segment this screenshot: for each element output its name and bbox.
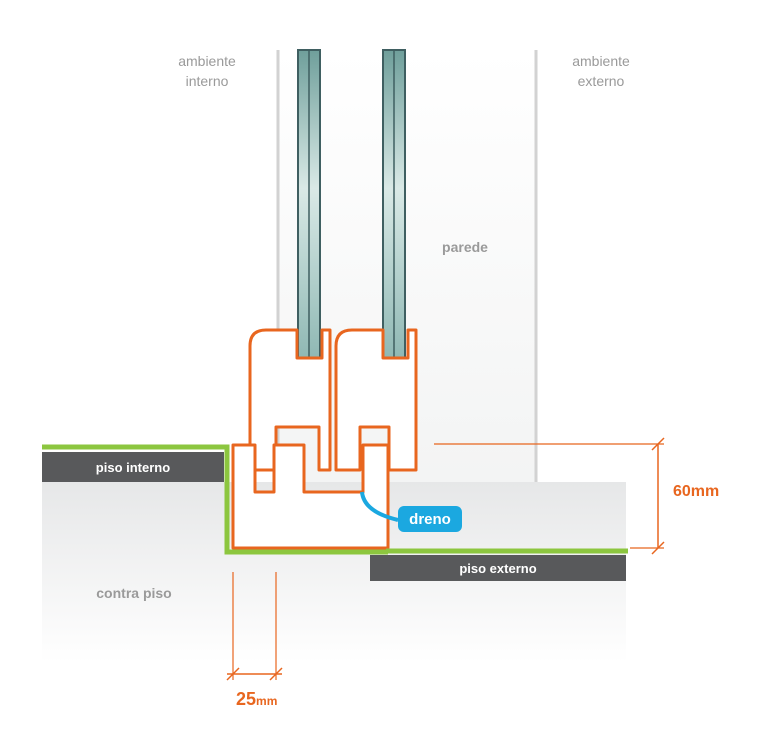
dimension-width-number: 25 [236, 689, 256, 709]
drain-line [360, 491, 399, 522]
label-piso-interno: piso interno [96, 460, 170, 475]
interior-floor-edge [42, 444, 388, 555]
label-ambiente-externo-line1: ambiente [572, 53, 630, 69]
dimension-width-unit: mm [256, 694, 277, 708]
label-dreno: dreno [409, 511, 451, 528]
glass-pane-left [297, 49, 321, 359]
dimension-width-value: 25mm [236, 689, 277, 709]
glass-pane-right [382, 49, 406, 359]
interior-floor [42, 452, 224, 482]
dimension-height-value: 60mm [673, 483, 719, 500]
label-ambiente-interno-line1: ambiente [178, 53, 236, 69]
label-contra-piso: contra piso [96, 585, 171, 601]
drain-label-box [398, 506, 462, 532]
label-ambiente-externo-line2: externo [578, 73, 625, 89]
dimension-arrow-icon [434, 437, 665, 555]
exterior-floor [370, 555, 626, 581]
frame-profile [231, 443, 390, 550]
sash-profile-right [334, 328, 418, 472]
label-piso-externo: piso externo [459, 561, 536, 576]
label-ambiente-interno-line2: interno [186, 73, 229, 89]
dimension-arrow-icon [226, 572, 283, 681]
label-parede: parede [442, 239, 488, 255]
